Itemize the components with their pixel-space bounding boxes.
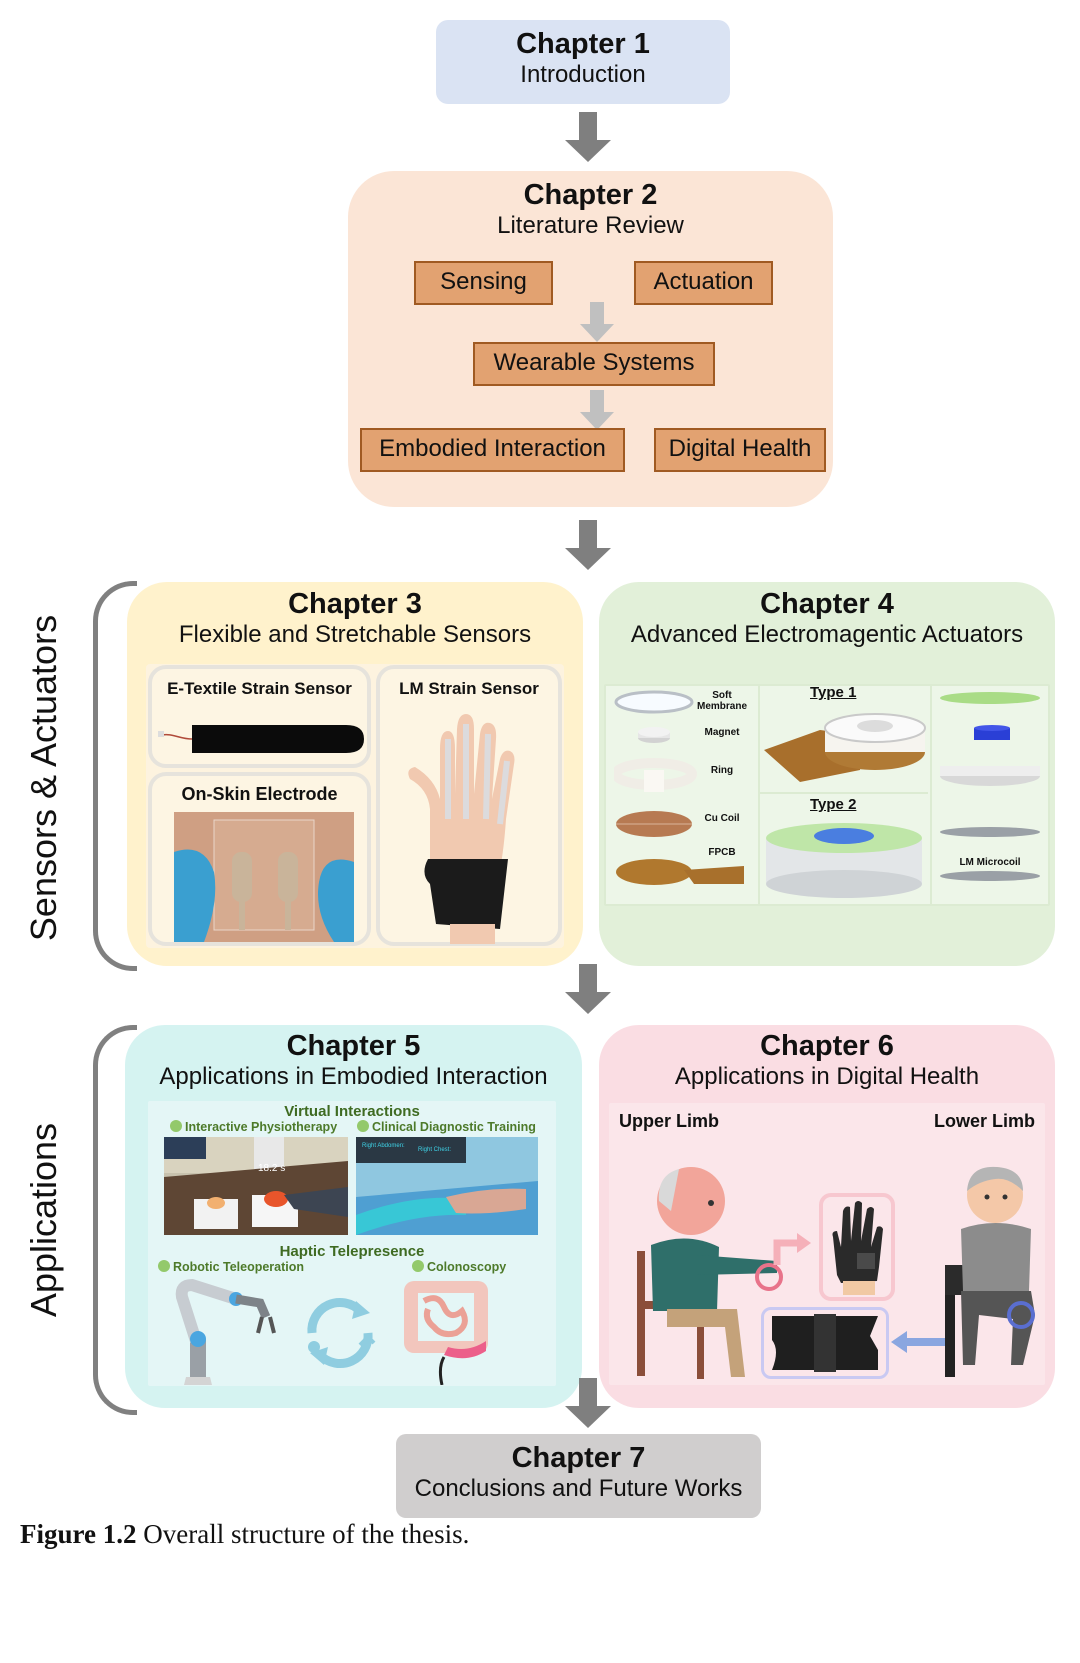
- bullet-dot-icon: [357, 1120, 369, 1132]
- physiotherapy-vr-image: 18.2 s: [164, 1137, 348, 1235]
- teleoperation-loop-icon: [307, 1297, 376, 1369]
- figure-caption-text: Overall structure of the thesis.: [136, 1519, 470, 1549]
- item-clinical-diagnostic-training-label: Clinical Diagnostic Training: [372, 1120, 536, 1134]
- card-lm-label: LM Strain Sensor: [399, 679, 539, 698]
- chapter-3-subtitle: Flexible and Stretchable Sensors: [178, 621, 532, 648]
- flow-arrow-2-34: [565, 520, 611, 570]
- card-etextile-strain-sensor: E-Textile Strain Sensor: [148, 665, 371, 768]
- smart-glove-frame: [819, 1193, 895, 1301]
- topic-digital-health: Digital Health: [654, 428, 826, 472]
- chapter-7-box: Chapter 7 Conclusions and Future Works: [396, 1434, 761, 1518]
- pink-callout-arrow-icon: [773, 1233, 811, 1265]
- type2-label: Type 2: [810, 796, 857, 813]
- flow-arrow-small-1: [580, 302, 614, 342]
- chapter-5-panel: Virtual Interactions Interactive Physiot…: [148, 1101, 556, 1386]
- chapter-1-box: Chapter 1 Introduction: [436, 20, 730, 104]
- group-label-applications: Applications: [23, 1122, 64, 1318]
- lower-limb-label: Lower Limb: [933, 1111, 1035, 1131]
- group-label-sensors-actuators: Sensors & Actuators: [23, 614, 64, 942]
- component-label-fpcb: FPCB: [708, 847, 736, 858]
- chapter-7-title: Chapter 7: [511, 1442, 646, 1474]
- lm-microcoil-stack-image: [940, 692, 1040, 881]
- flow-arrow-1-2: [565, 112, 611, 162]
- flow-arrow-34-56: [565, 964, 611, 1014]
- component-stack-image: [614, 690, 744, 885]
- diagnostic-training-vr-image: Right Abdomen: Right Chest:: [356, 1137, 538, 1235]
- chapter-1-title: Chapter 1: [516, 28, 650, 60]
- microcoil-divider: [930, 686, 932, 904]
- card-on-skin-electrode: On-Skin Electrode: [148, 772, 371, 946]
- blue-arrow-icon: [891, 1331, 947, 1353]
- item-colonoscopy: Colonoscopy: [412, 1260, 506, 1274]
- topic-wearable-systems: Wearable Systems: [473, 342, 715, 386]
- haptic-telepresence-heading: Haptic Telepresence: [279, 1243, 425, 1260]
- card-etextile-label: E-Textile Strain Sensor: [167, 679, 352, 698]
- item-interactive-physiotherapy-label: Interactive Physiotherapy: [185, 1120, 338, 1134]
- chapter-2-title: Chapter 2: [523, 179, 658, 211]
- knee-brace-frame: [761, 1307, 889, 1379]
- colon-illustration-image: [404, 1281, 488, 1385]
- topic-sensing: Sensing: [414, 261, 553, 305]
- robot-arm-image: [175, 1278, 276, 1385]
- chapter-6-subtitle: Applications in Digital Health: [674, 1063, 980, 1090]
- chapter-5-subtitle: Applications in Embodied Interaction: [159, 1063, 548, 1090]
- elderly-man-lower-limb-illustration: [945, 1166, 1035, 1377]
- upper-limb-label: Upper Limb: [619, 1111, 720, 1131]
- type2-actuator-image: [766, 823, 922, 898]
- type1-divider: [758, 686, 928, 794]
- chapter-1-subtitle: Introduction: [520, 61, 646, 88]
- wrist-highlight-ring: [755, 1263, 783, 1291]
- figure-caption-label: Figure 1.2: [20, 1519, 137, 1549]
- chapter-4-subtitle: Advanced Electromagentic Actuators: [630, 621, 1024, 648]
- hud-right-chest: Right Chest:: [418, 1147, 451, 1153]
- etextile-sensor-image: [158, 725, 364, 753]
- type1-actuator-image: [764, 713, 926, 782]
- bullet-dot-icon: [412, 1260, 424, 1272]
- flow-arrow-56-7: [565, 1378, 611, 1428]
- bullet-dot-icon: [158, 1260, 170, 1272]
- physio-timer-text: 18.2 s: [258, 1163, 285, 1174]
- item-robotic-teleoperation-label: Robotic Teleoperation: [173, 1260, 305, 1274]
- topic-embodied-interaction: Embodied Interaction: [360, 428, 625, 472]
- item-clinical-diagnostic-training: Clinical Diagnostic Training: [357, 1120, 536, 1134]
- flow-arrow-small-2: [580, 390, 614, 430]
- topic-actuation: Actuation: [634, 261, 773, 305]
- bullet-dot-icon: [170, 1120, 182, 1132]
- component-label-ring: Ring: [710, 765, 734, 776]
- lm-sensor-hand-image: [408, 714, 515, 944]
- knee-brace-image: [772, 1314, 878, 1372]
- item-interactive-physiotherapy: Interactive Physiotherapy: [170, 1120, 337, 1134]
- component-label-soft-membrane: Soft Membrane: [696, 690, 747, 712]
- component-label-cu-coil: Cu Coil: [704, 813, 740, 824]
- figure-caption: Figure 1.2 Overall structure of the thes…: [20, 1519, 469, 1550]
- chapter-3-title: Chapter 3: [288, 588, 422, 620]
- virtual-interactions-heading: Virtual Interactions: [284, 1103, 420, 1120]
- type2-divider: [758, 794, 760, 904]
- chapter-2-subtitle: Literature Review: [497, 212, 684, 239]
- card-onskin-label: On-Skin Electrode: [181, 784, 338, 804]
- lm-microcoil-label: LM Microcoil: [959, 857, 1021, 868]
- item-colonoscopy-label: Colonoscopy: [427, 1260, 507, 1274]
- chapter-4-title: Chapter 4: [760, 588, 894, 620]
- chapter-6-panel: Upper Limb Lower Limb: [609, 1103, 1045, 1385]
- chapter-5-title: Chapter 5: [286, 1030, 421, 1062]
- smart-glove-image: [832, 1201, 883, 1295]
- chapter-7-subtitle: Conclusions and Future Works: [414, 1475, 743, 1502]
- component-label-magnet: Magnet: [704, 727, 740, 738]
- chapter-6-title: Chapter 6: [760, 1030, 894, 1062]
- onskin-electrode-image: [174, 812, 354, 942]
- type1-label: Type 1: [810, 684, 857, 701]
- card-lm-strain-sensor: LM Strain Sensor: [376, 665, 562, 946]
- elderly-man-upper-limb-illustration: [637, 1167, 777, 1379]
- item-robotic-teleoperation: Robotic Teleoperation: [158, 1260, 304, 1274]
- hud-right-abdomen: Right Abdomen:: [362, 1143, 405, 1149]
